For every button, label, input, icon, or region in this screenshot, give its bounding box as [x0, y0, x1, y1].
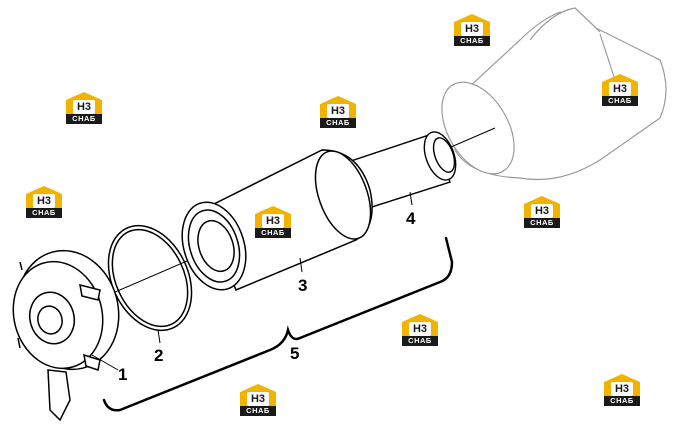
- callout-2: 2: [154, 346, 163, 365]
- callout-3: 3: [298, 276, 307, 295]
- watermark-letters: H3: [611, 382, 633, 396]
- watermark-logo: H3 СНАБ: [522, 196, 562, 230]
- watermark-letters: H3: [247, 392, 269, 406]
- watermark-logo: H3 СНАБ: [602, 374, 642, 408]
- watermark-word: СНАБ: [524, 218, 560, 228]
- watermark-word: СНАБ: [66, 114, 102, 124]
- watermark-word: СНАБ: [255, 228, 291, 238]
- watermark-word: СНАБ: [602, 96, 638, 106]
- watermark-letters: H3: [327, 104, 349, 118]
- watermark-letters: H3: [609, 82, 631, 96]
- watermark-logo: H3 СНАБ: [452, 14, 492, 48]
- watermark-logo: H3 СНАБ: [238, 384, 278, 418]
- callout-5: 5: [290, 344, 299, 363]
- watermark-logo: H3 СНАБ: [24, 186, 64, 220]
- watermark-letters: H3: [33, 194, 55, 208]
- filter-cover: [12, 249, 120, 422]
- watermark-word: СНАБ: [26, 208, 62, 218]
- watermark-letters: H3: [409, 322, 431, 336]
- leader-lines: [91, 191, 413, 371]
- watermark-logo: H3 СНАБ: [64, 92, 104, 126]
- watermark-word: СНАБ: [240, 406, 276, 416]
- callout-1: 1: [118, 365, 127, 384]
- watermark-logo: H3 СНАБ: [318, 96, 358, 130]
- watermark-letters: H3: [461, 22, 483, 36]
- watermark-letters: H3: [73, 100, 95, 114]
- watermark-letters: H3: [531, 204, 553, 218]
- watermark-word: СНАБ: [320, 118, 356, 128]
- watermark-logo: H3 СНАБ: [253, 206, 293, 240]
- group-bracket: [102, 236, 454, 412]
- callout-4: 4: [406, 209, 416, 228]
- watermark-word: СНАБ: [402, 336, 438, 346]
- watermark-letters: H3: [262, 214, 284, 228]
- watermark-logo: H3 СНАБ: [400, 314, 440, 348]
- air-cleaner-housing: [441, 7, 667, 181]
- watermark-word: СНАБ: [454, 36, 490, 46]
- watermark-word: СНАБ: [604, 396, 640, 406]
- watermark-logo: H3 СНАБ: [600, 74, 640, 108]
